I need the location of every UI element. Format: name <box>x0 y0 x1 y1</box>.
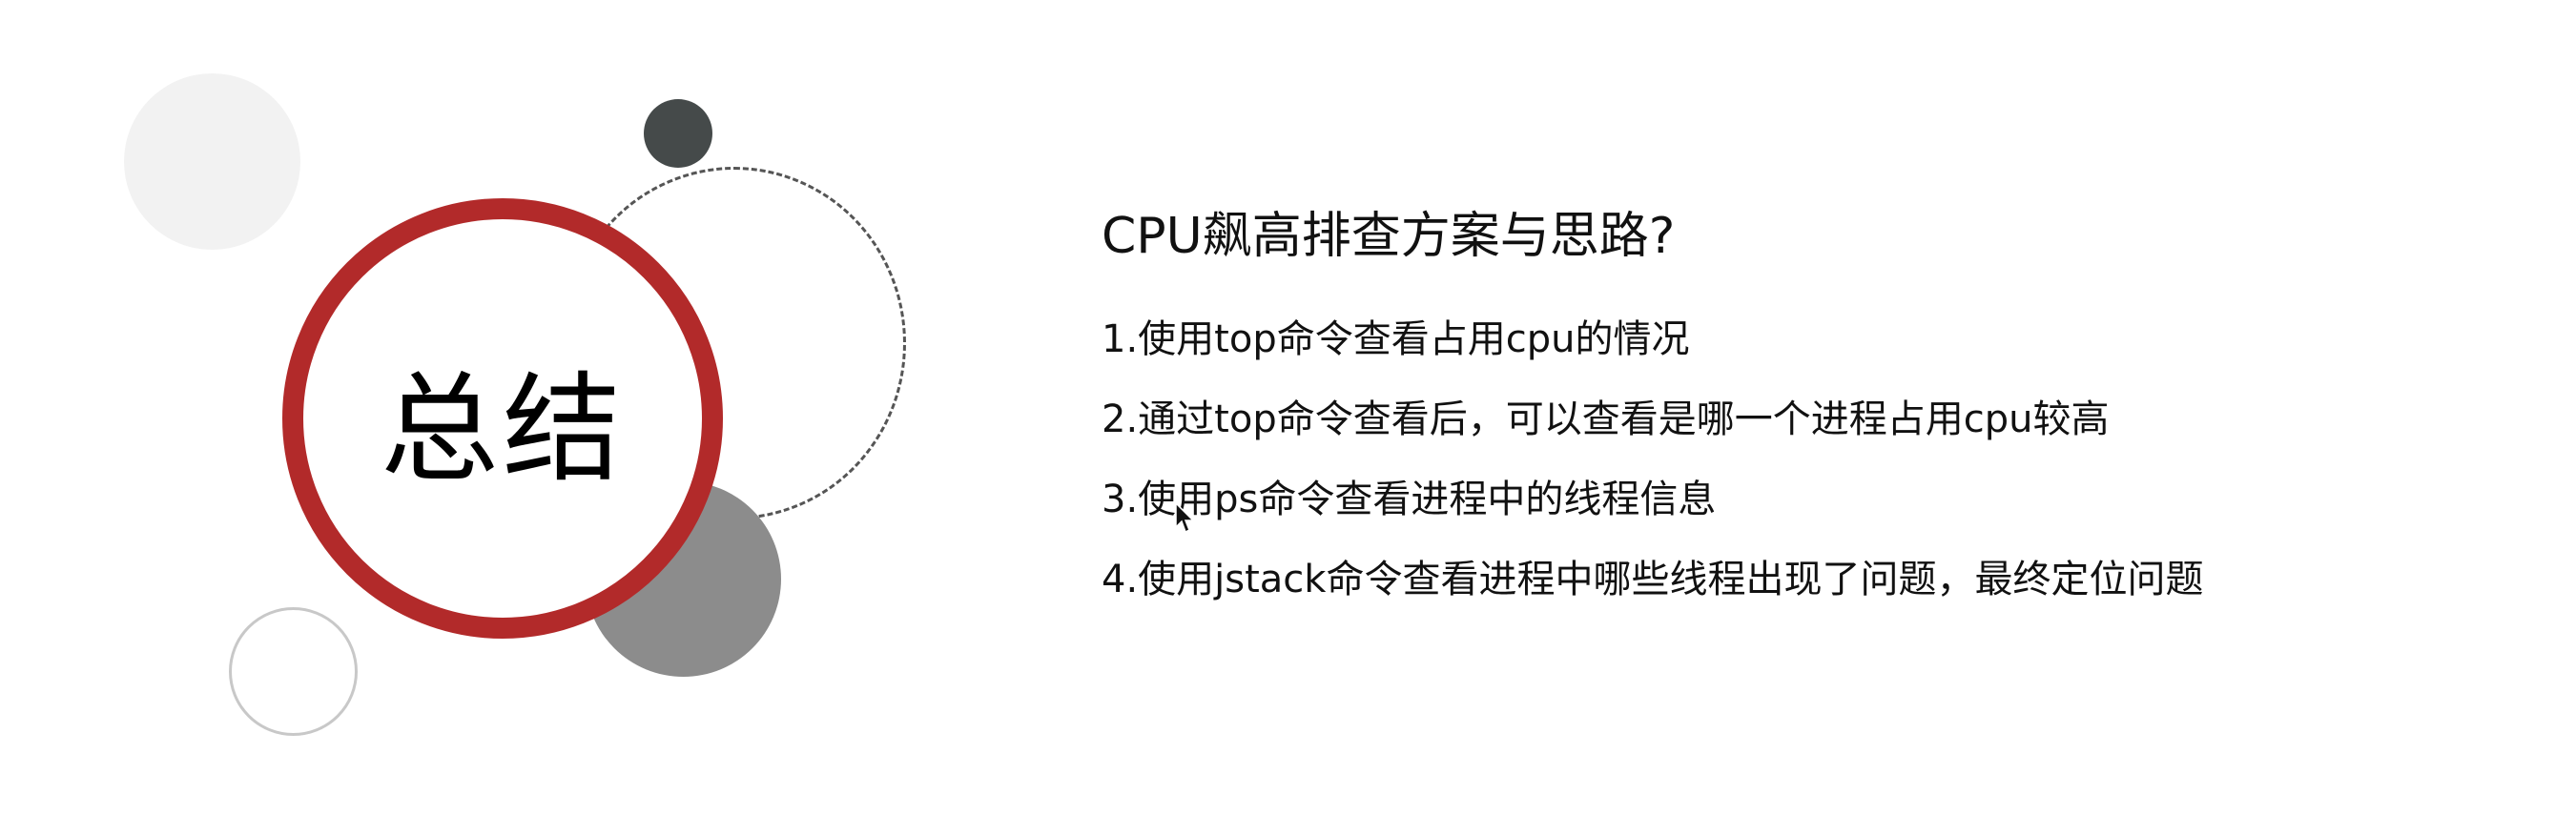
decor-outline-circle <box>229 607 358 736</box>
question-heading: CPU飙高排查方案与思路? <box>1102 208 1676 265</box>
list-item: 3.使用ps命令查看进程中的线程信息 <box>1102 478 1717 521</box>
list-item: 4.使用jstack命令查看进程中哪些线程出现了问题，最终定位问题 <box>1102 558 2204 601</box>
summary-title: 总结 <box>380 361 625 499</box>
mouse-pointer-icon <box>1175 502 1195 534</box>
list-item: 1.使用top命令查看占用cpu的情况 <box>1102 317 1690 361</box>
decor-dark-dot-circle <box>644 99 712 168</box>
list-item: 2.通过top命令查看后，可以查看是哪一个进程占用cpu较高 <box>1102 397 2110 441</box>
content-block: CPU飙高排查方案与思路? 1.使用top命令查看占用cpu的情况 2.通过to… <box>1102 195 2203 620</box>
steps-list: 1.使用top命令查看占用cpu的情况 2.通过top命令查看后，可以查看是哪一… <box>1102 299 2203 620</box>
decor-light-gray-circle <box>124 73 300 250</box>
